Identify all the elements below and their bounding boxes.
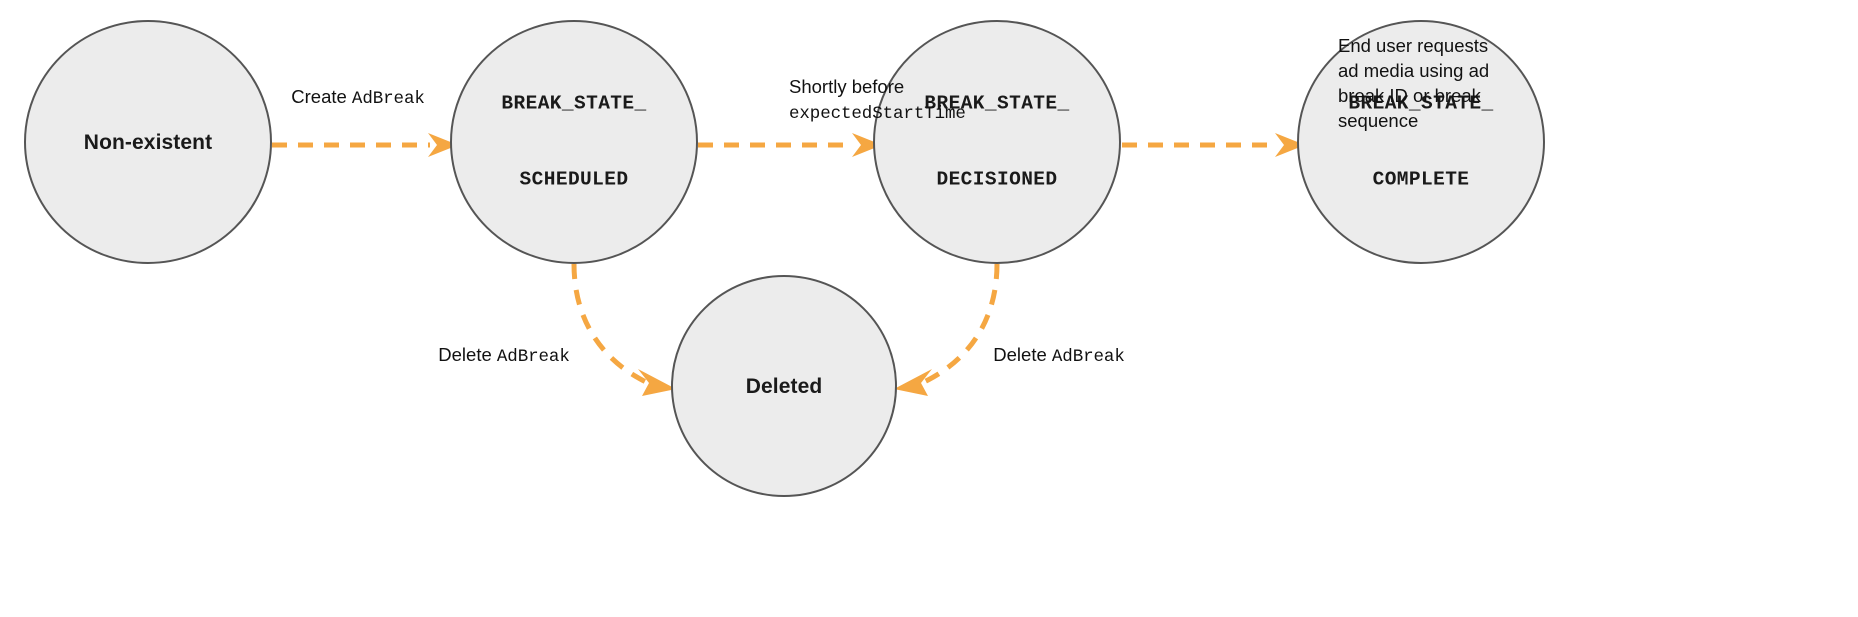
node-break-state-decisioned[interactable] <box>873 20 1121 264</box>
arrowhead-icon <box>852 133 882 157</box>
edge-line <box>920 263 1000 386</box>
edge-delete-adbreak-from-scheduled <box>571 263 676 396</box>
arrowhead-icon <box>638 369 676 396</box>
arrowhead-icon <box>1275 133 1305 157</box>
edge-delete-adbreak-from-decisioned <box>894 263 1000 396</box>
edge-shortly-before-expected-start-time <box>698 133 882 157</box>
edge-create-adbreak <box>272 133 458 157</box>
arrowhead-icon <box>428 133 458 157</box>
node-break-state-scheduled[interactable] <box>450 20 698 264</box>
node-non-existent[interactable] <box>24 20 272 264</box>
node-break-state-complete[interactable] <box>1297 20 1545 264</box>
edge-end-user-requests-ad-media <box>1122 133 1305 157</box>
node-deleted[interactable] <box>671 275 897 497</box>
arrowhead-icon <box>894 369 932 396</box>
edge-line <box>571 263 650 386</box>
